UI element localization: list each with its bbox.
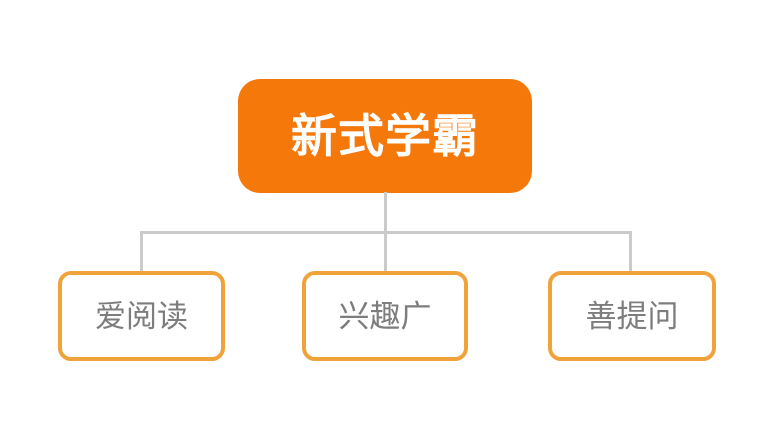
connector-drop-middle bbox=[384, 233, 387, 272]
connector-root-drop bbox=[384, 192, 387, 232]
child-node-questions: 善提问 bbox=[548, 271, 716, 361]
child-node-label: 爱阅读 bbox=[95, 298, 188, 334]
child-node-label: 兴趣广 bbox=[338, 298, 432, 334]
connector-horizontal bbox=[140, 231, 632, 234]
child-node-reading: 爱阅读 bbox=[58, 271, 225, 361]
connector-drop-left bbox=[140, 233, 143, 272]
connector-drop-right bbox=[629, 233, 632, 272]
child-node-label: 善提问 bbox=[585, 298, 679, 334]
root-node: 新式学霸 bbox=[238, 79, 532, 193]
root-node-label: 新式学霸 bbox=[291, 110, 479, 162]
child-node-interests: 兴趣广 bbox=[302, 271, 468, 361]
